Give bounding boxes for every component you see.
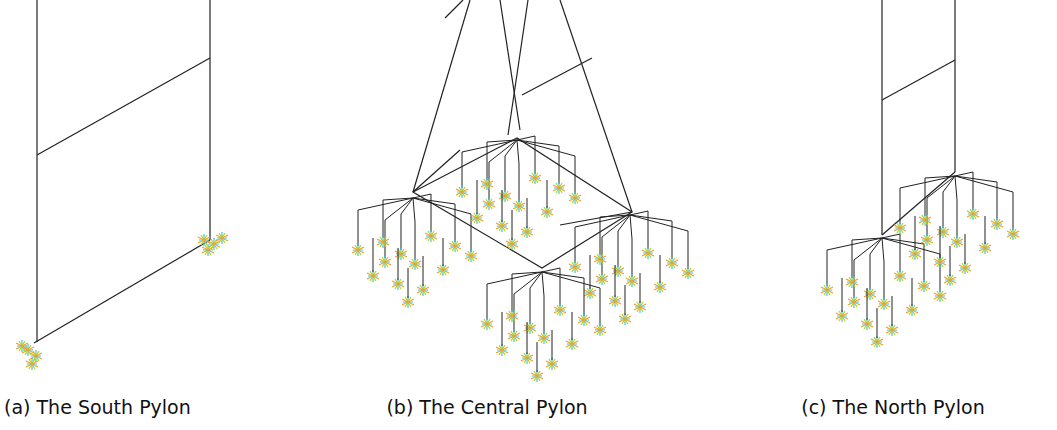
panel-caption: (b) The Central Pylon — [386, 396, 587, 418]
panel-caption: (c) The North Pylon — [801, 396, 985, 418]
panel-caption: (a) The South Pylon — [4, 396, 191, 418]
